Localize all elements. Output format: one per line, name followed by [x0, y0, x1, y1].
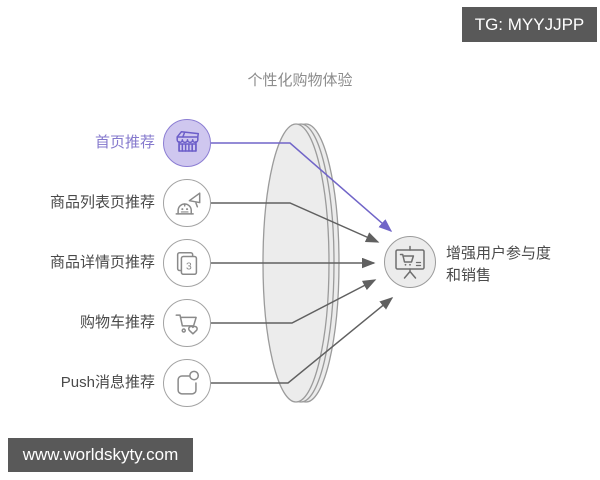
cart-heart-icon — [175, 313, 198, 335]
connector-home — [211, 142, 393, 232]
connector-list — [211, 202, 380, 243]
label-detail-page-recommend: 商品详情页推荐 — [49, 254, 155, 271]
node-home-recommend — [163, 119, 211, 167]
notification-icon — [176, 370, 199, 395]
node-cart-recommend — [163, 299, 211, 347]
result-label: 增强用户参与度 和销售 — [446, 243, 551, 287]
label-cart-recommend: 购物车推荐 — [79, 314, 155, 331]
label-list-page-recommend: 商品列表页推荐 — [49, 194, 155, 211]
tg-badge: TG: MYYJJPP — [462, 7, 597, 42]
page-count: 3 — [186, 261, 192, 272]
result-label-line2: 和销售 — [446, 267, 492, 284]
node-detail-page-recommend: 3 — [163, 239, 211, 287]
node-push-recommend — [163, 359, 211, 407]
watermark: www.worldskyty.com — [8, 438, 193, 472]
label-push-recommend: Push消息推荐 — [60, 374, 155, 391]
connector-push — [211, 297, 394, 384]
node-result — [384, 236, 436, 288]
presentation-cart-icon — [395, 245, 425, 279]
result-label-line1: 增强用户参与度 — [446, 245, 552, 262]
node-list-page-recommend — [163, 179, 211, 227]
connector-cart — [211, 279, 377, 324]
label-home-recommend: 首页推荐 — [94, 134, 155, 151]
stacked-pages-icon: 3 — [176, 251, 197, 275]
diagram-title: 个性化购物体验 — [247, 72, 353, 89]
megaphone-robot-icon — [175, 191, 200, 215]
storefront-icon — [175, 130, 199, 152]
